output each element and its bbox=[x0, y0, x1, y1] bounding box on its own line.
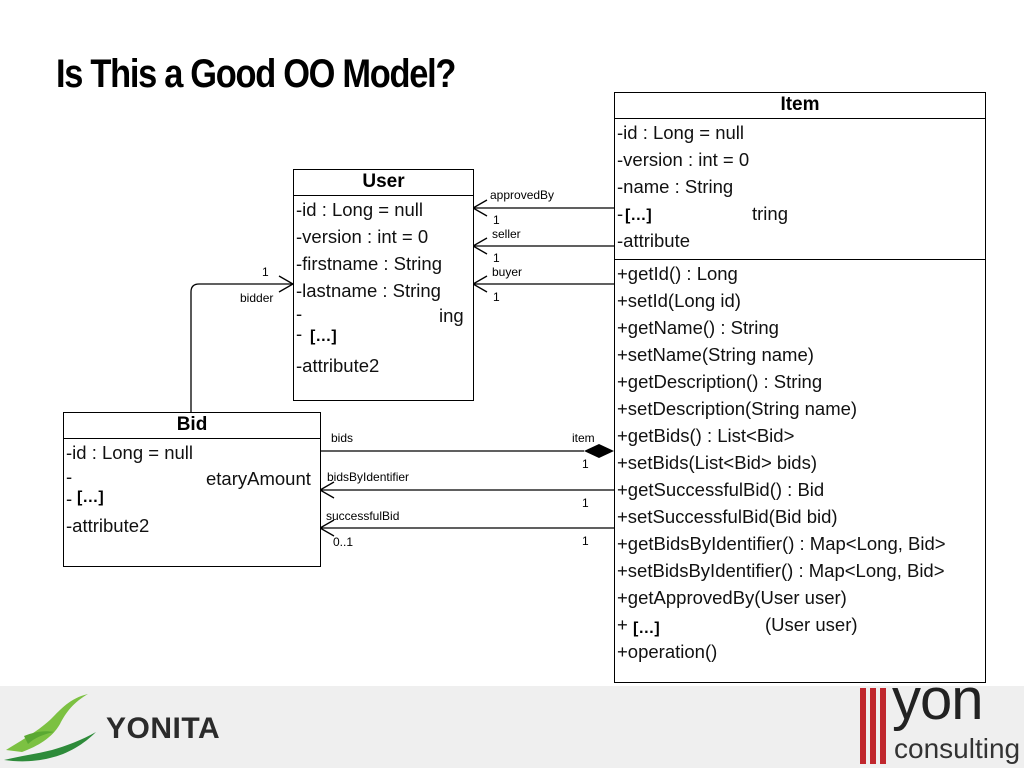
approved-by-role: approvedBy bbox=[490, 188, 555, 202]
user-attribute-dash: - bbox=[296, 303, 303, 324]
buyer-role: buyer bbox=[492, 265, 523, 279]
item-class: Item -id : Long = null -version : int = … bbox=[614, 92, 986, 683]
yonita-logo-icon bbox=[4, 694, 96, 762]
item-operation: +setSuccessfulBid(Bid bid) bbox=[617, 506, 838, 527]
bids-role: bids bbox=[331, 431, 354, 445]
bid-attribute: -attribute2 bbox=[66, 515, 150, 536]
bid-attribute-fragment: etaryAmount bbox=[206, 468, 311, 489]
bid-attribute: - bbox=[66, 488, 73, 509]
bid-attribute: -id : Long = null bbox=[66, 442, 194, 463]
successful-bid-multiplicity-near: 0..1 bbox=[333, 535, 354, 549]
yon-logo-text: yon bbox=[892, 667, 984, 732]
item-class-name: Item bbox=[615, 93, 985, 119]
item-operation-plus: + bbox=[617, 614, 628, 635]
item-operation: +setDescription(String name) bbox=[617, 398, 858, 419]
seller-role: seller bbox=[492, 227, 521, 241]
item-operation: +setBids(List<Bid> bids) bbox=[617, 452, 818, 473]
item-attribute-ellipsis: […] bbox=[623, 207, 654, 225]
footer-bar bbox=[0, 686, 1024, 768]
bid-class: Bid -id : Long = null - etaryAmount - -a… bbox=[63, 412, 321, 567]
user-attribute: - ing bbox=[294, 303, 473, 326]
bids-by-identifier-role: bidsByIdentifier bbox=[327, 470, 410, 484]
bid-attributes: -id : Long = null - etaryAmount - -attri… bbox=[64, 439, 320, 539]
approved-by-multiplicity: 1 bbox=[493, 213, 500, 227]
item-operation: +setId(Long id) bbox=[617, 290, 741, 311]
item-attributes: -id : Long = null -version : int = 0 -na… bbox=[615, 119, 985, 260]
bid-attribute-dash: - bbox=[66, 466, 73, 487]
user-class-name: User bbox=[294, 170, 473, 196]
user-attribute: - bbox=[296, 323, 303, 344]
item-operation: +getBidsByIdentifier() : Map<Long, Bid> bbox=[617, 533, 946, 554]
item-attribute: -name : String bbox=[617, 176, 734, 197]
user-attribute-fragment: ing bbox=[439, 305, 464, 326]
yon-logo-bars-icon bbox=[860, 688, 886, 764]
item-operation: + (User user) bbox=[615, 611, 985, 638]
item-operations: +getId() : Long +setId(Long id) +getName… bbox=[615, 260, 985, 665]
yonita-logo-text: YONITA bbox=[106, 712, 221, 745]
item-attribute: -version : int = 0 bbox=[617, 149, 750, 170]
bidder-multiplicity: 1 bbox=[262, 265, 269, 279]
buyer-multiplicity: 1 bbox=[493, 290, 500, 304]
bids-by-identifier-multiplicity: 1 bbox=[582, 496, 589, 510]
user-attribute: -attribute2 bbox=[296, 355, 380, 376]
user-ellipsis: […] bbox=[308, 328, 339, 346]
user-attribute: -id : Long = null bbox=[296, 199, 424, 220]
bid-class-name: Bid bbox=[64, 413, 320, 439]
user-attribute: -lastname : String bbox=[296, 280, 441, 301]
item-attribute: -id : Long = null bbox=[617, 122, 745, 143]
item-attribute: -attribute bbox=[617, 230, 691, 251]
bids-multiplicity: 1 bbox=[582, 457, 589, 471]
successful-bid-multiplicity-far: 1 bbox=[582, 534, 589, 548]
user-attribute: -firstname : String bbox=[296, 253, 442, 274]
user-attributes: -id : Long = null -version : int = 0 -fi… bbox=[294, 196, 473, 379]
bid-ellipsis: […] bbox=[75, 489, 106, 507]
successful-bid-role: successfulBid bbox=[326, 509, 400, 523]
item-operation: +getApprovedBy(User user) bbox=[617, 587, 847, 608]
item-operation: +getBids() : List<Bid> bbox=[617, 425, 795, 446]
bids-item-role: item bbox=[572, 431, 595, 445]
item-operation-fragment: (User user) bbox=[765, 614, 858, 635]
item-operation: +setBidsByIdentifier() : Map<Long, Bid> bbox=[617, 560, 945, 581]
item-attribute-fragment: tring bbox=[752, 203, 788, 224]
seller-multiplicity: 1 bbox=[493, 251, 500, 265]
bid-attribute: - etaryAmount bbox=[64, 466, 320, 489]
yon-logo-subtext: consulting bbox=[894, 733, 1021, 764]
item-operation: +getDescription() : String bbox=[617, 371, 823, 392]
bidder-line bbox=[190, 283, 293, 412]
item-operation-ellipsis: […] bbox=[631, 620, 662, 638]
slide-title: Is This a Good OO Model? bbox=[56, 52, 456, 96]
item-attribute: - tring bbox=[615, 200, 985, 227]
item-operation: +setName(String name) bbox=[617, 344, 814, 365]
item-attribute-dash: - bbox=[617, 203, 624, 224]
item-operation: +getId() : Long bbox=[617, 263, 738, 284]
item-operation: +getSuccessfulBid() : Bid bbox=[617, 479, 825, 500]
item-operation: +operation() bbox=[617, 641, 718, 662]
composition-diamond bbox=[584, 444, 614, 458]
user-attribute: -version : int = 0 bbox=[296, 226, 429, 247]
item-operation: +getName() : String bbox=[617, 317, 779, 338]
user-class: User -id : Long = null -version : int = … bbox=[293, 169, 474, 401]
bidder-role: bidder bbox=[240, 291, 274, 305]
